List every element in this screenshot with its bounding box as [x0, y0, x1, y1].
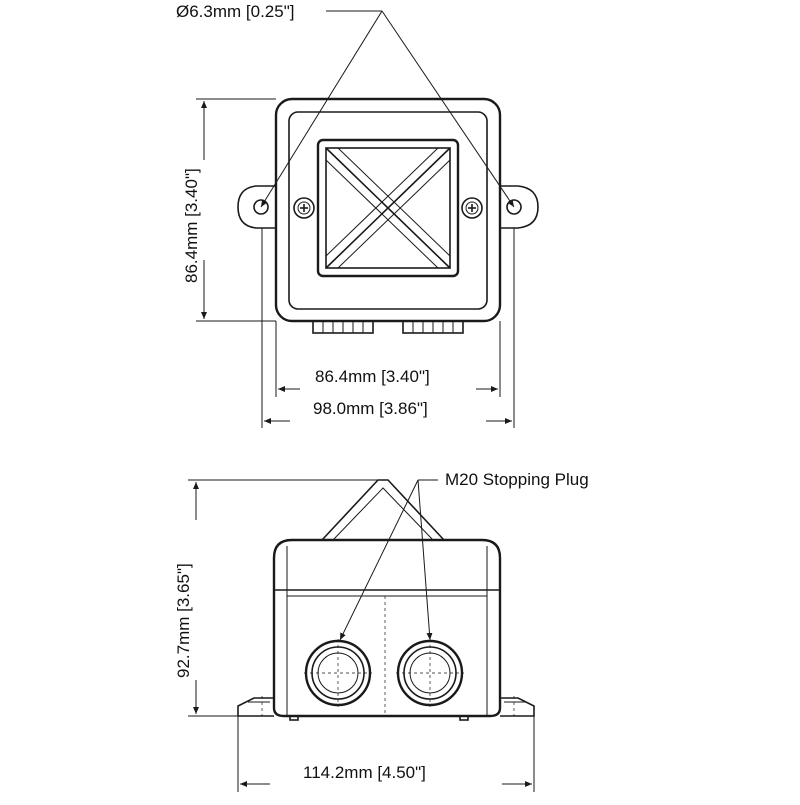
top-view	[237, 97, 539, 334]
hole-diameter-leader	[260, 10, 515, 208]
right-mounting-lug	[500, 185, 539, 229]
base-width-dimension	[237, 716, 535, 792]
side-view	[237, 479, 535, 721]
lid-outline	[288, 111, 488, 310]
window-frame-inner	[325, 147, 451, 269]
side-body	[272, 590, 502, 718]
hole-diameter-label: Ø6.3mm [0.25"]	[176, 2, 294, 21]
top-view-gland-left	[312, 320, 374, 334]
stopping-plug-label: M20 Stopping Plug	[445, 470, 589, 489]
stopping-plug-left	[304, 639, 372, 707]
left-screw	[293, 197, 315, 219]
stopping-plug-right	[396, 639, 464, 707]
side-height-label: 92.7mm [3.65"]	[174, 563, 193, 678]
overall-width-dimension	[261, 228, 515, 428]
overall-width-label: 98.0mm [3.86"]	[313, 399, 428, 418]
stopping-plug-leader	[339, 479, 438, 641]
right-screw	[461, 197, 483, 219]
left-mounting-lug	[237, 185, 276, 229]
window-frame-outer	[316, 138, 460, 278]
top-height-dimension	[196, 98, 276, 322]
window-cross	[325, 147, 451, 269]
base-width-label: 114.2mm [4.50"]	[303, 763, 426, 782]
right-mounting-hole	[506, 199, 522, 215]
body-width-dimension	[275, 321, 501, 397]
side-height-dimension	[188, 479, 378, 717]
top-view-gland-right	[402, 320, 464, 334]
body-width-label: 86.4mm [3.40"]	[315, 367, 430, 386]
right-flange-foot	[500, 697, 535, 717]
lid-pyramid	[321, 479, 445, 541]
enclosure-outline	[274, 97, 502, 323]
side-lid-band	[272, 538, 502, 590]
top-height-label: 86.4mm [3.40"]	[182, 168, 201, 283]
left-flange-foot	[237, 697, 274, 717]
